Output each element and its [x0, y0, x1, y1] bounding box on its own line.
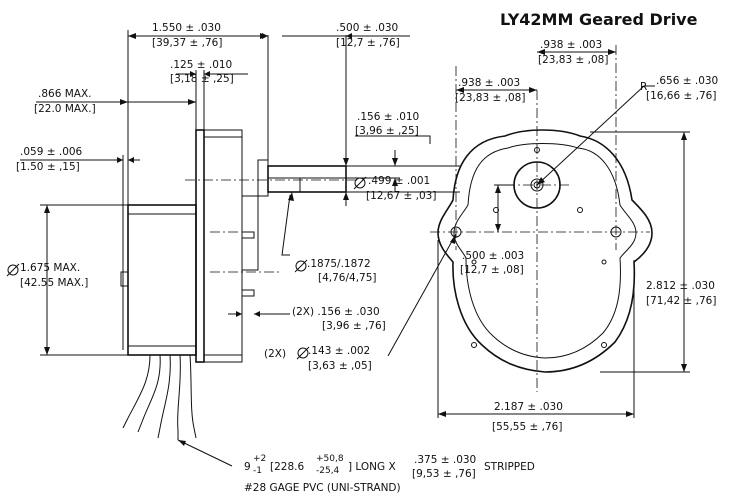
- dim-studs: (2X) .156 ± .030 [3,96 ± ,76]: [228, 306, 386, 332]
- svg-text:.1875/.1872: .1875/.1872: [307, 258, 371, 270]
- svg-text:+50,8: +50,8: [316, 454, 344, 464]
- svg-text:[39,37 ± ,76]: [39,37 ± ,76]: [152, 37, 222, 49]
- drawing-title: LY42MM Geared Drive: [500, 10, 698, 29]
- svg-text:.500 ± .003: .500 ± .003: [462, 250, 524, 262]
- svg-text:[71,42 ± ,76]: [71,42 ± ,76]: [646, 295, 716, 307]
- svg-text:(2X): (2X): [264, 348, 286, 360]
- dim-total-length: 1.550 ± .030 [39,37 ± ,76]: [128, 22, 268, 49]
- svg-text:[3,96 ± ,25]: [3,96 ± ,25]: [355, 125, 419, 137]
- dim-shaft-diameter: .499 ± .001 [12,67 ± ,03]: [343, 152, 436, 206]
- svg-text:.938 ± .003: .938 ± .003: [540, 39, 602, 51]
- lead-wire-note: 9 +2 -1 [228.6 +50,8 -25,4 ] LONG X .375…: [177, 439, 535, 494]
- dim-flat-depth: .156 ± .010 [3,96 ± ,25]: [300, 111, 431, 192]
- svg-text:[12,7 ± ,76]: [12,7 ± ,76]: [336, 37, 400, 49]
- svg-text:.059 ± .006: .059 ± .006: [20, 146, 83, 158]
- dim-gear-wall: .125 ± .010 [3,18 ± ,25]: [170, 59, 248, 85]
- svg-text:[228.6: [228.6: [270, 461, 304, 473]
- dim-width: 2.187 ± .030 [55,55 ± ,76]: [438, 401, 634, 433]
- svg-text:+2: +2: [253, 454, 266, 464]
- svg-text:R: R: [640, 81, 647, 93]
- svg-text:-25,4: -25,4: [316, 466, 340, 476]
- svg-text:[55,55 ± ,76]: [55,55 ± ,76]: [492, 421, 562, 433]
- svg-text:.143 ± .002: .143 ± .002: [308, 345, 370, 357]
- svg-text:.125 ± .010: .125 ± .010: [170, 59, 232, 71]
- svg-text:[42.55 MAX.]: [42.55 MAX.]: [20, 277, 88, 289]
- dim-shaft-extension: .500 ± .030 [12,7 ± ,76]: [262, 22, 410, 49]
- svg-text:[16,66 ± ,76]: [16,66 ± ,76]: [646, 90, 716, 102]
- svg-text:2.187 ± .030: 2.187 ± .030: [494, 401, 563, 413]
- svg-text:[4,76/4,75]: [4,76/4,75]: [318, 272, 377, 284]
- svg-text:STRIPPED: STRIPPED: [484, 461, 535, 473]
- svg-text:[1.50 ± ,15]: [1.50 ± ,15]: [16, 161, 80, 173]
- svg-text:[22.0 MAX.]: [22.0 MAX.]: [34, 103, 96, 115]
- dim-hole-to-shaft: .938 ± .003 [23,83 ± ,08]: [455, 77, 537, 104]
- svg-text:[9,53 ± ,76]: [9,53 ± ,76]: [412, 468, 476, 480]
- svg-text:[12,7 ± ,08]: [12,7 ± ,08]: [460, 264, 524, 276]
- svg-text:[3,18 ± ,25]: [3,18 ± ,25]: [170, 73, 234, 85]
- side-view: [40, 30, 460, 440]
- svg-text:.866 MAX.: .866 MAX.: [38, 88, 92, 100]
- svg-text:] LONG X: ] LONG X: [348, 461, 396, 473]
- dim-flange: .059 ± .006 [1.50 ± ,15]: [16, 146, 140, 173]
- dim-boss-radius: R .656 ± .030 [16,66 ± ,76]: [536, 75, 718, 186]
- dim-mounting-holes: (2X) .143 ± .002 [3,63 ± ,05]: [264, 233, 457, 372]
- svg-text:[23,83 ± ,08]: [23,83 ± ,08]: [455, 92, 525, 104]
- svg-text:[3,96 ± ,76]: [3,96 ± ,76]: [322, 320, 386, 332]
- svg-text:1.675 MAX.: 1.675 MAX.: [20, 262, 80, 274]
- svg-text:2.812 ± .030: 2.812 ± .030: [646, 280, 715, 292]
- dim-hub-diameter: .1875/.1872 [4,76/4,75]: [281, 192, 377, 284]
- dim-height: 2.812 ± .030 [71,42 ± ,76]: [646, 132, 716, 372]
- svg-text:.656 ± .030: .656 ± .030: [656, 75, 718, 87]
- dim-hole-offset: .500 ± .003 [12,7 ± ,08]: [460, 184, 524, 276]
- svg-text:.156 ± .010: .156 ± .010: [357, 111, 419, 123]
- svg-text:[23,83 ± ,08]: [23,83 ± ,08]: [538, 54, 608, 66]
- dim-motor-diameter: 1.675 MAX. [42.55 MAX.]: [6, 205, 88, 355]
- svg-text:[3,63 ± ,05]: [3,63 ± ,05]: [308, 360, 372, 372]
- svg-text:[12,67 ± ,03]: [12,67 ± ,03]: [366, 190, 436, 202]
- svg-text:.500 ± .030: .500 ± .030: [336, 22, 398, 34]
- svg-text:(2X) .156 ± .030: (2X) .156 ± .030: [292, 306, 380, 318]
- svg-text:.938 ± .003: .938 ± .003: [458, 77, 520, 89]
- svg-text:.499 ± .001: .499 ± .001: [368, 175, 430, 187]
- svg-text:9: 9: [244, 461, 251, 473]
- svg-text:1.550 ± .030: 1.550 ± .030: [152, 22, 221, 34]
- svg-text:#28 GAGE PVC (UNI-STRAND): #28 GAGE PVC (UNI-STRAND): [244, 482, 401, 494]
- dim-motor-length: .866 MAX. [22.0 MAX.]: [34, 88, 196, 115]
- svg-text:.375 ± .030: .375 ± .030: [414, 454, 476, 466]
- svg-text:-1: -1: [253, 466, 262, 476]
- dim-hole-spacing: .938 ± .003 [23,83 ± ,08]: [537, 39, 616, 66]
- front-view: [430, 45, 690, 418]
